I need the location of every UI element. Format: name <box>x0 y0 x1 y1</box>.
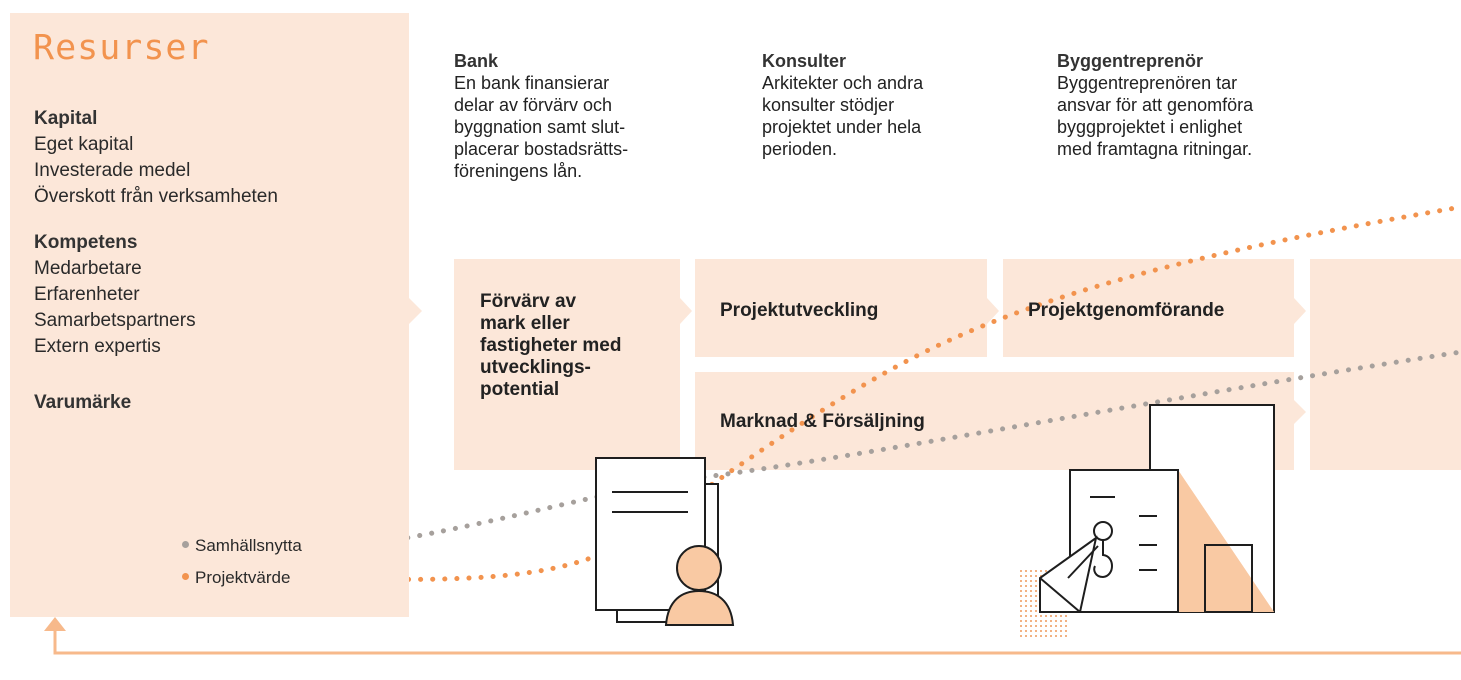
building-crane-icon <box>1018 404 1275 640</box>
feedback-arrow-head <box>44 617 66 631</box>
societal-value-curve <box>357 349 1461 549</box>
legend-societal-value: Samhällsnytta <box>182 536 302 556</box>
notch-arrow <box>987 298 999 324</box>
legend-project-value: Projektvärde <box>182 568 290 588</box>
actor-heading: Byggentreprenör <box>1057 51 1204 71</box>
actor-heading: Bank <box>454 51 499 71</box>
actor-bank: Bank En bank finansierar delar av förvär… <box>454 50 628 182</box>
actor-heading: Konsulter <box>762 51 847 71</box>
resource-item: Erfarenheter <box>34 284 140 305</box>
notch-arrow <box>1294 400 1306 424</box>
resource-group-heading: Kapital <box>34 108 98 129</box>
resource-group-heading: Kompetens <box>34 232 138 253</box>
step-label-acquisition: Förvärv av mark eller fastigheter med ut… <box>480 291 622 400</box>
notch-arrow <box>409 298 422 324</box>
resource-group-brand: Varumärke <box>34 390 131 416</box>
resource-item: Samarbetspartners <box>34 310 196 331</box>
resources-panel <box>10 13 409 617</box>
resource-group-capital: Kapital Eget kapital Investerade medel Ö… <box>34 106 278 210</box>
actor-description: En bank finansierar delar av förvärv och… <box>454 73 629 181</box>
project-value-curve <box>357 204 1461 582</box>
notch-arrow <box>680 298 692 324</box>
legend-dot-orange <box>182 573 189 581</box>
step-label-marketing: Marknad & Försäljning <box>720 411 925 432</box>
resource-item: Medarbetare <box>34 258 142 279</box>
document-person-icon <box>595 457 735 626</box>
actor-description: Arkitekter och andra konsulter stödjer p… <box>762 73 924 159</box>
resources-title: Resurser <box>33 28 210 68</box>
step-box-development <box>695 259 987 357</box>
resource-group-heading: Varumärke <box>34 392 132 413</box>
step-label-development: Projektutveckling <box>720 300 879 321</box>
feedback-arrow-icon <box>53 627 1461 655</box>
legend-dot-grey <box>182 541 189 549</box>
step-label-execution: Projektgenomförande <box>1028 300 1225 321</box>
actor-consultants: Konsulter Arkitekter och andra konsulter… <box>762 50 923 160</box>
resource-item: Överskott från verksamheten <box>34 186 278 207</box>
legend-label: Projektvärde <box>195 568 291 587</box>
resource-group-competence: Kompetens Medarbetare Erfarenheter Samar… <box>34 230 196 360</box>
step-box-acquisition <box>454 259 680 470</box>
resource-item: Investerade medel <box>34 160 191 181</box>
step-box-execution <box>1003 259 1294 357</box>
actor-contractor: Byggentreprenör Byggentreprenören tar an… <box>1057 50 1253 160</box>
notch-arrow <box>1294 298 1306 324</box>
legend-label: Samhällsnytta <box>195 536 302 555</box>
resource-item: Eget kapital <box>34 134 134 155</box>
actor-description: Byggentreprenören tar ansvar för att gen… <box>1057 73 1254 159</box>
resource-item: Extern expertis <box>34 336 161 357</box>
